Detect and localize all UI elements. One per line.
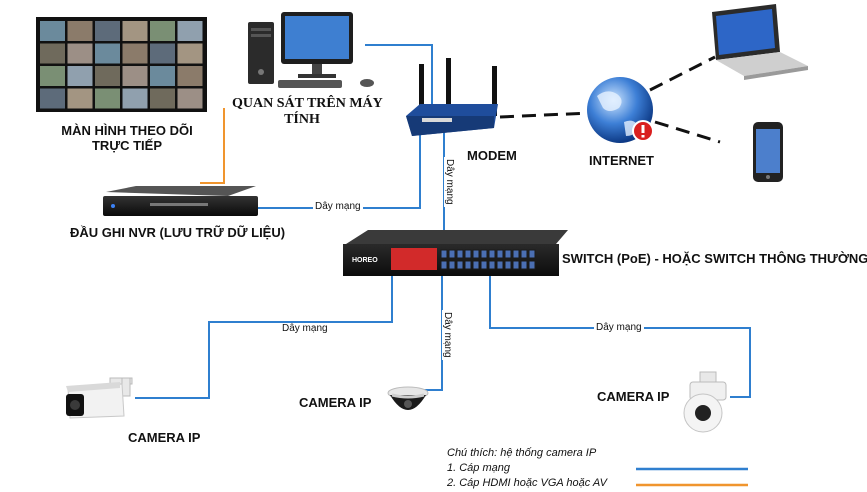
switch-port: [440, 260, 448, 270]
video-tile: [122, 43, 148, 64]
cable-computer-modem: [365, 44, 433, 112]
video-tile: [177, 43, 203, 64]
computer-label-line-1: QUAN SÁT TRÊN MÁY: [232, 96, 383, 111]
video-tile: [150, 66, 175, 86]
switch-port: [488, 249, 496, 259]
cable-nvr-switch: [256, 118, 421, 209]
router-modem-icon: [406, 58, 498, 136]
laptop-icon: [712, 4, 808, 80]
switch-port: [480, 249, 488, 259]
switch-port: [512, 249, 520, 259]
computer-label-line-2: TÍNH: [284, 112, 320, 127]
switch-port: [488, 260, 496, 270]
smartphone-icon: [753, 122, 783, 182]
switch-port: [464, 249, 472, 259]
monitor-label: MÀN HÌNH THEO DÕI TRỰC TIẾP: [51, 123, 203, 153]
video-tile: [177, 88, 203, 109]
switch-label: SWITCH (PoE) - HOẶC SWITCH THÔNG THƯỜNG: [562, 251, 867, 266]
video-tile: [40, 88, 65, 109]
cable-label-cam-center: Dây mạng: [442, 310, 453, 360]
cable-label-cam-left: Dây mạng: [280, 323, 330, 334]
switch-port: [528, 260, 536, 270]
switch-port: [520, 249, 528, 259]
switch-port: [440, 249, 448, 259]
video-tile: [40, 66, 65, 86]
switch-port: [496, 260, 504, 270]
video-tile: [150, 88, 175, 109]
switch-port: [472, 260, 480, 270]
cable-switch-cam-right: [489, 276, 751, 398]
video-tile: [122, 88, 148, 109]
cable-label-cam-right: Dây mạng: [594, 322, 644, 333]
video-tile: [67, 43, 93, 64]
internet-label: INTERNET: [589, 153, 654, 168]
video-tile: [40, 21, 65, 41]
cable-label-nvr-switch: Dây mạng: [313, 201, 363, 212]
switch-brand-text: HOREO: [352, 257, 378, 264]
modem-label: MODEM: [467, 148, 517, 163]
switch-port: [512, 260, 520, 270]
switch-port: [464, 260, 472, 270]
switch-label-alt: - HOẶC SWITCH THÔNG THƯỜNG: [650, 251, 867, 266]
video-tile: [95, 43, 120, 64]
switch-port: [480, 260, 488, 270]
switch-port: [448, 249, 456, 259]
network-cables: [135, 44, 751, 399]
video-tile: [67, 88, 93, 109]
switch-port: [528, 249, 536, 259]
desktop-computer-icon: [248, 12, 374, 88]
camera-center-label: CAMERA IP: [299, 395, 372, 410]
video-wall-monitor-icon: [36, 17, 207, 112]
video-tile: [95, 21, 120, 41]
poe-switch-icon: HOREO: [343, 230, 568, 276]
video-tile: [122, 66, 148, 86]
switch-label-main: SWITCH (PoE): [562, 251, 651, 266]
switch-port: [504, 249, 512, 259]
cable-switch-cam-center: [420, 276, 443, 391]
video-tile: [95, 88, 120, 109]
globe-internet-icon: [587, 77, 654, 143]
video-tile: [67, 66, 93, 86]
video-tile: [177, 66, 203, 86]
legend-item-hdmi: 2. Cáp HDMI hoặc VGA hoặc AV: [447, 477, 607, 489]
legend-title: Chú thích: hệ thống camera IP: [447, 447, 597, 459]
cable-label-modem-switch: Dây mạng: [444, 157, 455, 207]
monitor-label-line-1: MÀN HÌNH THEO DÕI: [61, 123, 193, 138]
video-tile: [150, 21, 175, 41]
cable-hdmi-monitor-nvr: [200, 108, 225, 184]
switch-port: [520, 260, 528, 270]
dome-camera-icon: [387, 386, 429, 410]
switch-port: [448, 260, 456, 270]
video-tile: [177, 21, 203, 41]
legend-item-network: 1. Cáp mạng: [447, 462, 510, 474]
switch-port: [496, 249, 504, 259]
switch-port: [472, 249, 480, 259]
switch-port: [504, 260, 512, 270]
video-tile: [150, 43, 175, 64]
ptz-camera-icon: [683, 371, 727, 433]
computer-label: QUAN SÁT TRÊN MÁY TÍNH: [232, 96, 383, 128]
camera-left-label: CAMERA IP: [128, 430, 201, 445]
monitor-label-line-2: TRỰC TIẾP: [91, 138, 162, 153]
video-tile: [67, 21, 93, 41]
video-tile: [95, 66, 120, 86]
switch-port: [456, 260, 464, 270]
nvr-recorder-icon: [103, 186, 258, 216]
internet-links: [499, 55, 721, 144]
camera-right-label: CAMERA IP: [597, 389, 670, 404]
cable-switch-cam-left: [135, 276, 393, 399]
video-tile: [40, 43, 65, 64]
switch-port: [456, 249, 464, 259]
nvr-label: ĐẦU GHI NVR (LƯU TRỮ DỮ LIỆU): [70, 225, 286, 240]
bullet-camera-icon: [66, 377, 133, 419]
video-tile: [122, 21, 148, 41]
